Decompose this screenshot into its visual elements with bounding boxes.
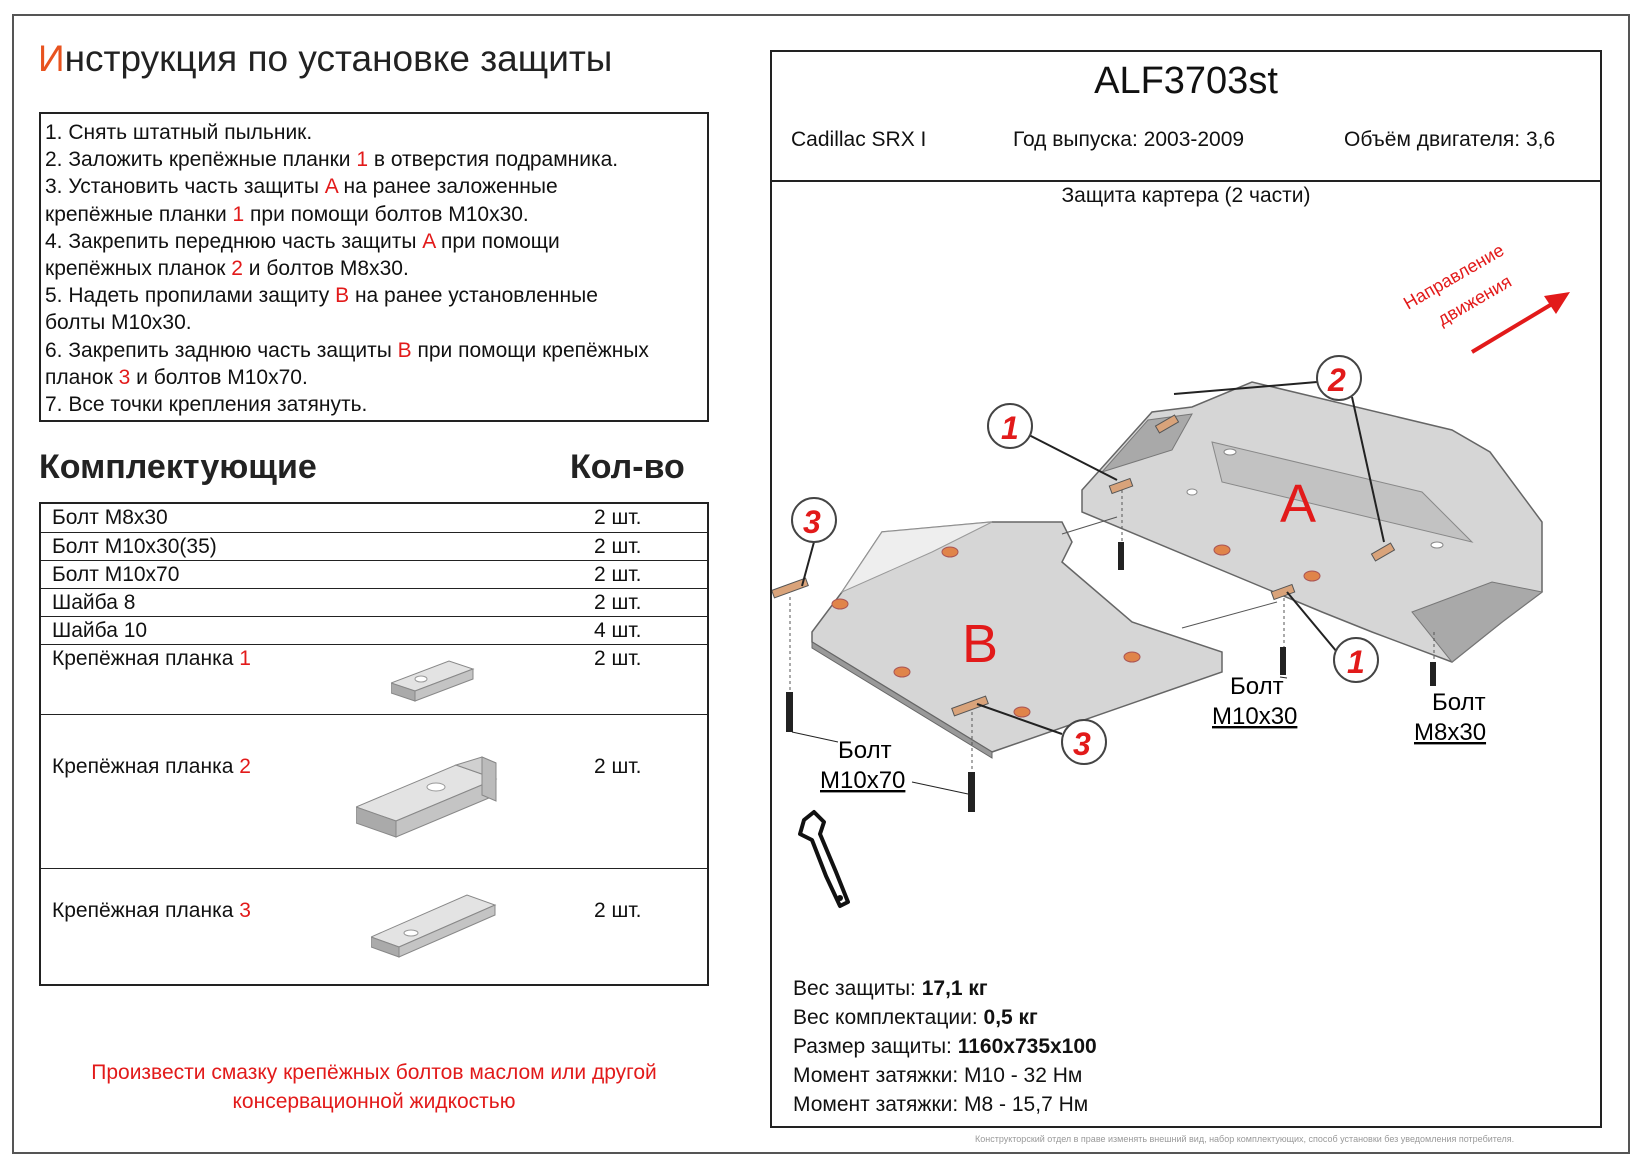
specifications: Вес защиты: 17,1 кг Вес комплектации: 0,… bbox=[793, 974, 1097, 1119]
direction-arrow: Направление движения bbox=[1400, 240, 1570, 354]
instruction-line: 7. Все точки крепления затянуть. bbox=[45, 393, 368, 417]
mounting-plates bbox=[772, 414, 1396, 717]
product-code: ALF3703st bbox=[1094, 60, 1278, 102]
plate-a: A bbox=[1081, 381, 1544, 663]
instruction-line: 5. Надеть пропилами защиту B на ранее ус… bbox=[45, 284, 598, 308]
table-row: Болт М8х30 2 шт. bbox=[52, 506, 642, 529]
instruction-line: планок 3 и болтов М10х70. bbox=[45, 365, 308, 389]
instruction-line: крепёжные планки 1 при помощи болтов М10… bbox=[45, 202, 529, 226]
spec-torque-m8: Момент затяжки: М8 - 15,7 Нм bbox=[793, 1093, 1089, 1116]
instruction-line: 4. Закрепить переднюю часть защиты A при… bbox=[45, 229, 560, 253]
lubrication-note: Произвести смазку крепёжных болтов масло… bbox=[91, 1061, 657, 1113]
table-row: Болт М10х70 2 шт. bbox=[41, 560, 707, 589]
svg-text:B: B bbox=[962, 614, 998, 674]
qty-heading: Кол-во bbox=[570, 448, 685, 486]
product-subtitle: Защита картера (2 части) bbox=[1061, 184, 1311, 207]
divider bbox=[772, 180, 1600, 182]
mounting-plate-1-illustration bbox=[391, 660, 475, 702]
instruction-line: болты М10х30. bbox=[45, 311, 192, 335]
table-row: Крепёжная планка 3 2 шт. bbox=[41, 868, 707, 987]
svg-text:3: 3 bbox=[1073, 726, 1091, 762]
spec-weight: Вес защиты: 17,1 кг bbox=[793, 977, 988, 1000]
parts-table: Болт М8х30 2 шт. Болт М10х30(35) 2 шт. Б… bbox=[39, 502, 709, 986]
installation-diagram: Направление движения A B bbox=[772, 240, 1570, 908]
plate-b: B bbox=[811, 521, 1223, 759]
footer-disclaimer: Конструкторский отдел в праве изменять в… bbox=[975, 1134, 1515, 1144]
instruction-line: 1. Снять штатный пыльник. bbox=[45, 121, 313, 144]
svg-text:3: 3 bbox=[803, 504, 821, 540]
svg-text:М10х70: М10х70 bbox=[820, 767, 905, 794]
instruction-line: 3. Установить часть защиты A на ранее за… bbox=[45, 175, 558, 199]
callouts: 1 1 2 3 3 bbox=[791, 355, 1385, 765]
svg-text:М8х30: М8х30 bbox=[1414, 719, 1486, 746]
instruction-line: 6. Закрепить заднюю часть защиты B при п… bbox=[45, 338, 649, 362]
instruction-line: крепёжных планок 2 и болтов М8х30. bbox=[45, 257, 409, 281]
spec-torque-m10: Момент затяжки: М10 - 32 Нм bbox=[793, 1064, 1083, 1087]
svg-text:М10х30: М10х30 bbox=[1212, 703, 1297, 730]
table-row: Болт М10х30(35) 2 шт. bbox=[41, 532, 707, 561]
bolts bbox=[786, 490, 1436, 812]
svg-text:1: 1 bbox=[1001, 410, 1019, 446]
bolt-labels: Болт М10х30 Болт М8х30 Болт М10х70 bbox=[791, 673, 1486, 795]
svg-text:Болт: Болт bbox=[838, 737, 892, 764]
spec-kit-weight: Вес комплектации: 0,5 кг bbox=[793, 1006, 1038, 1029]
svg-text:1: 1 bbox=[1347, 644, 1365, 680]
page-title: Инструкция по установке защиты bbox=[38, 38, 612, 80]
production-years: Год выпуска: 2003-2009 bbox=[1013, 128, 1245, 151]
svg-text:2: 2 bbox=[1327, 362, 1346, 398]
wrench-icon bbox=[798, 810, 850, 908]
svg-text:Болт: Болт bbox=[1230, 673, 1284, 700]
instruction-line: 2. Заложить крепёжные планки 1 в отверст… bbox=[45, 148, 619, 172]
product-panel: ALF3703st Cadillac SRX I Год выпуска: 20… bbox=[770, 50, 1602, 1128]
mounting-plate-3-illustration bbox=[371, 894, 497, 958]
instructions-box: 1. Снять штатный пыльник. 2. Заложить кр… bbox=[39, 112, 709, 422]
parts-heading: Комплектующие bbox=[39, 448, 317, 486]
table-row: Шайба 8 2 шт. bbox=[41, 588, 707, 617]
table-row: Шайба 10 4 шт. bbox=[41, 616, 707, 645]
svg-text:Болт: Болт bbox=[1432, 689, 1486, 716]
car-model: Cadillac SRX I bbox=[791, 128, 927, 151]
title-rest: нструкция по установке защиты bbox=[64, 38, 613, 79]
mounting-plate-2-illustration bbox=[356, 756, 498, 838]
svg-text:A: A bbox=[1280, 474, 1316, 534]
table-row: Крепёжная планка 2 2 шт. bbox=[41, 714, 707, 869]
engine-volume: Объём двигателя: 3,6 bbox=[1344, 128, 1556, 151]
spec-size: Размер защиты: 1160х735х100 bbox=[793, 1035, 1097, 1058]
table-row: Крепёжная планка 1 2 шт. bbox=[41, 644, 707, 715]
title-first-letter: И bbox=[38, 38, 65, 79]
page-frame bbox=[12, 14, 1630, 1154]
